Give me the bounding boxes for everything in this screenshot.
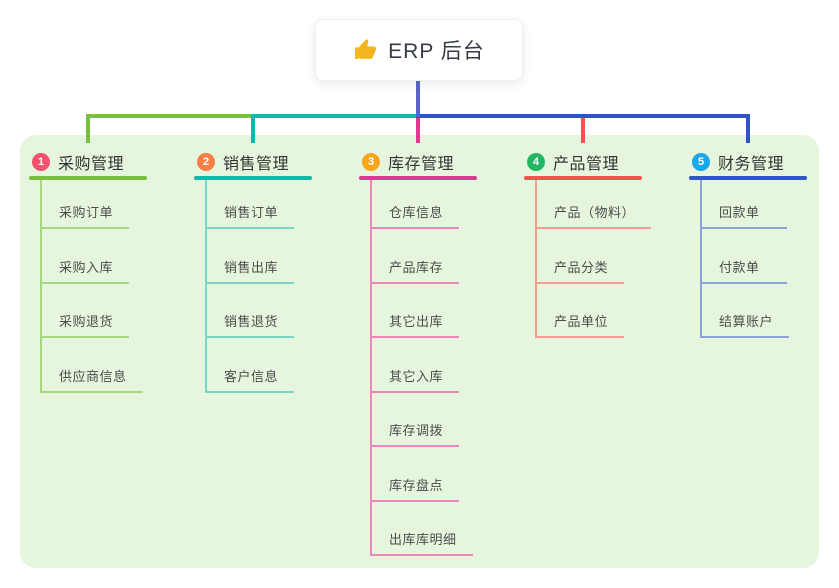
branch-underline [359,176,477,180]
root-label: ERP 后台 [388,40,485,63]
branch-underline [194,176,312,180]
child-node[interactable]: 采购入库 [42,229,130,284]
branch-node-sales[interactable]: 2 销售管理 [194,148,312,176]
thumbs-up-icon [355,38,377,59]
root-node[interactable]: ERP 后台 [315,19,523,81]
branch-node-inventory[interactable]: 3 库存管理 [359,148,477,176]
child-node[interactable]: 仓库信息 [372,180,460,229]
branch-number-badge: 5 [692,153,710,171]
branch-children: 采购订单 采购入库 采购退货 供应商信息 [40,180,143,393]
child-node[interactable]: 客户信息 [207,338,295,393]
branch-number-badge: 2 [197,153,215,171]
child-node[interactable]: 库存调拨 [372,393,460,447]
child-node[interactable]: 销售出库 [207,229,295,284]
child-node[interactable]: 付款单 [702,229,787,284]
child-node[interactable]: 采购退货 [42,284,130,338]
connector-branch1-drop [86,114,90,143]
connector-branch2 [251,114,420,118]
branch-label: 产品管理 [553,156,620,173]
branch-underline [689,176,807,180]
child-node[interactable]: 供应商信息 [42,338,143,393]
child-node[interactable]: 产品分类 [537,229,625,284]
child-node[interactable]: 产品单位 [537,284,625,338]
branch-number-badge: 4 [527,153,545,171]
connector-branch5 [416,114,750,118]
child-node[interactable]: 结算账户 [702,284,790,338]
branch-node-product[interactable]: 4 产品管理 [524,148,651,176]
branch-number-badge: 1 [32,153,50,171]
branch-label: 财务管理 [718,156,785,173]
connector-branch2-drop [251,114,255,143]
connector-branch4-drop [581,114,585,143]
child-node[interactable]: 产品（物料） [537,180,652,229]
mindmap-background-panel [20,135,819,568]
branch-node-finance[interactable]: 5 财务管理 [689,148,807,176]
child-node[interactable]: 库存盘点 [372,447,460,502]
child-node[interactable]: 其它入库 [372,338,460,393]
branch-children: 仓库信息 产品库存 其它出库 其它入库 库存调拨 库存盘点 出库库明细 [370,180,473,556]
child-node[interactable]: 销售订单 [207,180,295,229]
connector-root-stub [416,80,420,117]
branch-children: 产品（物料） 产品分类 产品单位 [535,180,652,338]
branch-node-purchase[interactable]: 1 采购管理 [29,148,147,176]
child-node[interactable]: 回款单 [702,180,787,229]
branch-underline [29,176,147,180]
child-node[interactable]: 产品库存 [372,229,460,284]
branch-number-badge: 3 [362,153,380,171]
branch-children: 销售订单 销售出库 销售退货 客户信息 [205,180,295,393]
child-node[interactable]: 销售退货 [207,284,295,338]
child-node[interactable]: 出库库明细 [372,502,473,556]
branch-label: 销售管理 [223,156,290,173]
child-node[interactable]: 其它出库 [372,284,460,338]
branch-label: 库存管理 [388,156,455,173]
branch-underline [524,176,642,180]
child-node[interactable]: 采购订单 [42,180,130,229]
connector-branch5-drop [746,114,750,143]
connector-branch3-drop [416,114,420,143]
branch-label: 采购管理 [58,156,125,173]
branch-children: 回款单 付款单 结算账户 [700,180,790,338]
